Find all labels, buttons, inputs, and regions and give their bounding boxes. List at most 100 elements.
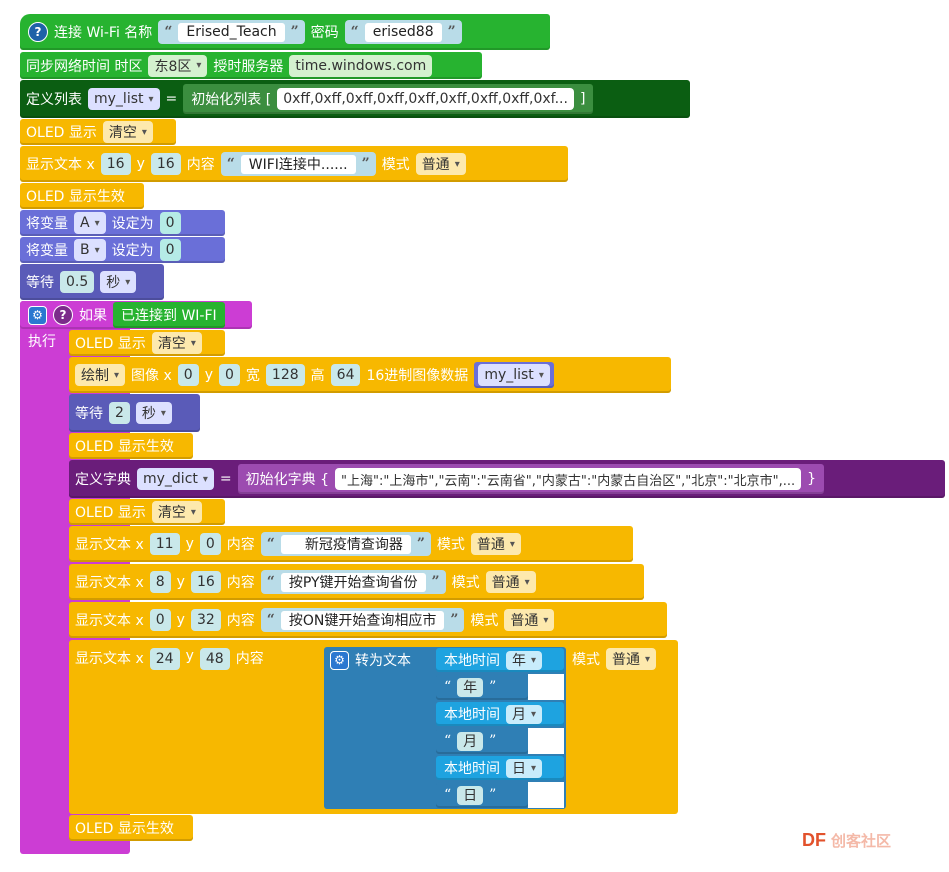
to-string-header[interactable]: ⚙ 转为文本 bbox=[324, 647, 434, 673]
month-string-block[interactable]: “月” bbox=[436, 728, 528, 754]
list-variable-block[interactable]: my_list bbox=[474, 362, 554, 388]
mode-label: 模式 bbox=[451, 575, 480, 591]
local-time-day-block[interactable]: 本地时间 日 bbox=[436, 756, 564, 780]
dict-name-dropdown[interactable]: my_dict bbox=[137, 468, 214, 490]
hex-data-label: 16进制图像数据 bbox=[366, 368, 469, 384]
y-input[interactable]: 16 bbox=[190, 571, 221, 593]
x-input[interactable]: 8 bbox=[149, 571, 171, 593]
show-text-5-header[interactable]: 显示文本 x 24 y 48 内容 bbox=[69, 640, 319, 678]
content-input[interactable]: WIFI连接中...... bbox=[240, 154, 356, 174]
ssid-input[interactable]: Erised_Teach bbox=[178, 22, 285, 42]
y-input[interactable]: 48 bbox=[199, 648, 230, 670]
gear-icon[interactable]: ⚙ bbox=[28, 305, 47, 325]
x-input[interactable]: 16 bbox=[100, 153, 131, 175]
dict-value-input[interactable]: "上海":"上海市","云南":"云南省","内蒙古":"内蒙古自治区","北京… bbox=[335, 468, 802, 490]
image-height-input[interactable]: 64 bbox=[330, 364, 361, 386]
wait-block-1[interactable]: 等待 0.5 秒 bbox=[20, 264, 164, 300]
mode-label: 模式 bbox=[436, 537, 465, 553]
wait-unit-dropdown[interactable]: 秒 bbox=[135, 402, 172, 424]
show-text-block-3[interactable]: 显示文本 x 8 y 16 内容 “按PY键开始查询省份” 模式 普通 bbox=[69, 564, 644, 600]
wait-value-input[interactable]: 0.5 bbox=[60, 271, 95, 293]
oled-mode-dropdown[interactable]: 清空 bbox=[151, 501, 202, 523]
draw-mode-dropdown[interactable]: 绘制 bbox=[75, 364, 126, 386]
local-time-year-block[interactable]: 本地时间 年 bbox=[436, 648, 564, 672]
timezone-dropdown[interactable]: 东8区 bbox=[148, 54, 208, 77]
gear-icon[interactable]: ⚙ bbox=[330, 650, 349, 670]
x-input[interactable]: 11 bbox=[149, 533, 180, 555]
show-text-block-1[interactable]: 显示文本 x 16 y 16 内容 “WIFI连接中......” 模式 普通 bbox=[20, 146, 568, 182]
wait-block-2[interactable]: 等待 2 秒 bbox=[69, 394, 200, 432]
mode-dropdown[interactable]: 普通 bbox=[504, 609, 555, 631]
content-input[interactable]: 按ON键开始查询相应市 bbox=[280, 610, 445, 630]
set-variable-b-block[interactable]: 将变量 B 设定为 0 bbox=[20, 237, 225, 263]
time-unit-dropdown[interactable]: 年 bbox=[506, 650, 543, 670]
x-input[interactable]: 24 bbox=[149, 648, 180, 670]
x-input[interactable]: 0 bbox=[149, 609, 171, 631]
mode-dropdown[interactable]: 普通 bbox=[470, 533, 521, 555]
set-variable-a-block[interactable]: 将变量 A 设定为 0 bbox=[20, 210, 225, 236]
init-list-block[interactable]: 初始化列表 [ 0xff,0xff,0xff,0xff,0xff,0xff,0x… bbox=[183, 84, 594, 114]
wifi-connect-block[interactable]: ? 连接 Wi-Fi 名称 “Erised_Teach” 密码 “erised8… bbox=[20, 14, 550, 50]
var-a-value-input[interactable]: 0 bbox=[159, 212, 181, 234]
image-x-input[interactable]: 0 bbox=[177, 364, 199, 386]
define-dict-block[interactable]: 定义字典 my_dict = 初始化字典 { "上海":"上海市","云南":"… bbox=[69, 460, 945, 498]
wait-unit-dropdown[interactable]: 秒 bbox=[100, 271, 137, 293]
wifi-connected-condition[interactable]: 已连接到 WI-FI bbox=[113, 302, 225, 328]
show-text-label: 显示文本 x bbox=[75, 575, 144, 591]
var-a-dropdown[interactable]: A bbox=[74, 212, 106, 234]
content-string[interactable]: “按ON键开始查询相应市” bbox=[260, 608, 465, 632]
mode-dropdown[interactable]: 普通 bbox=[485, 571, 536, 593]
time-unit-dropdown[interactable]: 月 bbox=[506, 704, 543, 724]
oled-clear-block-1[interactable]: OLED 显示 清空 bbox=[20, 119, 176, 145]
password-string[interactable]: “erised88” bbox=[344, 20, 462, 44]
question-icon[interactable]: ? bbox=[53, 305, 73, 325]
y-input[interactable]: 32 bbox=[190, 609, 221, 631]
if-header[interactable]: ⚙ ? 如果 已连接到 WI-FI bbox=[20, 301, 252, 329]
show-text-5-mode[interactable]: 模式 普通 bbox=[564, 646, 674, 672]
oled-clear-block-3[interactable]: OLED 显示 清空 bbox=[69, 499, 225, 525]
content-string[interactable]: “新冠疫情查询器” bbox=[260, 532, 431, 556]
var-b-dropdown[interactable]: B bbox=[74, 239, 106, 261]
server-input[interactable]: time.windows.com bbox=[289, 54, 433, 77]
oled-show-block-3[interactable]: OLED 显示生效 bbox=[69, 815, 193, 841]
define-list-block[interactable]: 定义列表 my_list = 初始化列表 [ 0xff,0xff,0xff,0x… bbox=[20, 80, 690, 118]
init-dict-block[interactable]: 初始化字典 { "上海":"上海市","云南":"云南省","内蒙古":"内蒙古… bbox=[237, 464, 825, 494]
content-input[interactable]: 按PY键开始查询省份 bbox=[280, 572, 426, 592]
y-input[interactable]: 16 bbox=[150, 153, 181, 175]
oled-show-block-1[interactable]: OLED 显示生效 bbox=[20, 183, 144, 209]
content-string[interactable]: “WIFI连接中......” bbox=[220, 152, 376, 176]
month-string-input[interactable]: 月 bbox=[457, 731, 484, 751]
year-string-input[interactable]: 年 bbox=[457, 677, 484, 697]
mode-label: 模式 bbox=[572, 652, 600, 668]
content-string[interactable]: “按PY键开始查询省份” bbox=[260, 570, 446, 594]
local-time-month-block[interactable]: 本地时间 月 bbox=[436, 702, 564, 726]
wait-value-input[interactable]: 2 bbox=[109, 402, 130, 424]
time-unit-dropdown[interactable]: 日 bbox=[506, 758, 543, 778]
show-text-block-4[interactable]: 显示文本 x 0 y 32 内容 “按ON键开始查询相应市” 模式 普通 bbox=[69, 602, 667, 638]
oled-show-block-2[interactable]: OLED 显示生效 bbox=[69, 433, 193, 459]
ntp-sync-block[interactable]: 同步网络时间 时区 东8区 授时服务器 time.windows.com bbox=[20, 52, 482, 79]
year-string-block[interactable]: “年” bbox=[436, 674, 528, 700]
day-string-block[interactable]: “日” bbox=[436, 782, 528, 808]
year-empty-slot bbox=[528, 674, 564, 700]
oled-clear-block-2[interactable]: OLED 显示 清空 bbox=[69, 330, 225, 356]
list-name-dropdown[interactable]: my_list bbox=[88, 88, 160, 110]
list-value-input[interactable]: 0xff,0xff,0xff,0xff,0xff,0xff,0xff,0xff,… bbox=[277, 88, 574, 110]
show-text-block-2[interactable]: 显示文本 x 11 y 0 内容 “新冠疫情查询器” 模式 普通 bbox=[69, 526, 633, 562]
y-input[interactable]: 0 bbox=[199, 533, 221, 555]
password-input[interactable]: erised88 bbox=[364, 22, 442, 42]
list-variable-dropdown[interactable]: my_list bbox=[478, 364, 550, 386]
oled-mode-dropdown[interactable]: 清空 bbox=[151, 332, 202, 354]
mode-dropdown[interactable]: 普通 bbox=[415, 153, 466, 175]
content-input[interactable]: 新冠疫情查询器 bbox=[280, 534, 411, 554]
draw-image-block[interactable]: 绘制 图像 x 0 y 0 宽 128 高 64 16进制图像数据 my_lis… bbox=[69, 357, 671, 393]
var-b-value-input[interactable]: 0 bbox=[159, 239, 181, 261]
question-icon[interactable]: ? bbox=[28, 22, 48, 42]
day-string-input[interactable]: 日 bbox=[457, 785, 484, 805]
image-y-input[interactable]: 0 bbox=[219, 364, 240, 386]
image-width-input[interactable]: 128 bbox=[265, 364, 305, 386]
mode-dropdown[interactable]: 普通 bbox=[606, 648, 657, 670]
oled-mode-dropdown[interactable]: 清空 bbox=[102, 121, 153, 143]
ssid-string[interactable]: “Erised_Teach” bbox=[158, 20, 305, 44]
